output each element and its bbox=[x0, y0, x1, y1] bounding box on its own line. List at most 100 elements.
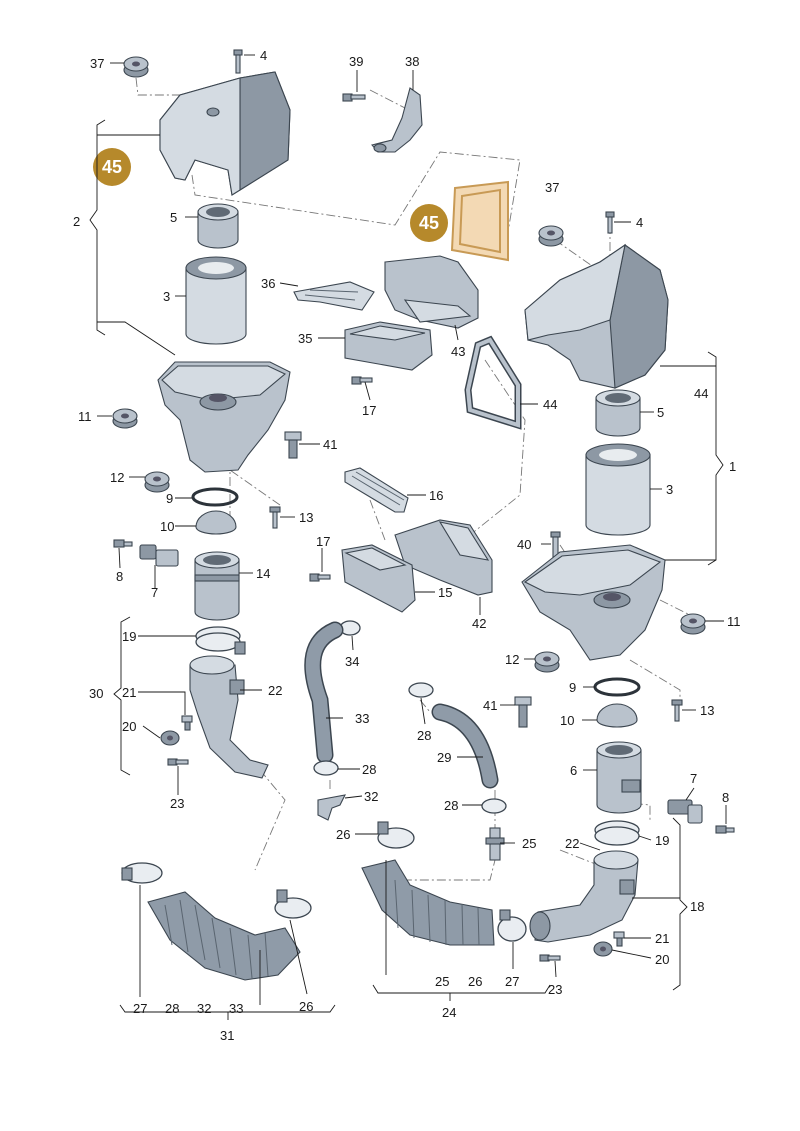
left-oring-9 bbox=[191, 487, 239, 507]
label-32-bottom: 32 bbox=[197, 1001, 211, 1016]
label-21-left: 21 bbox=[122, 685, 136, 700]
right-airbox-cover bbox=[524, 243, 669, 389]
label-4: 4 bbox=[260, 48, 267, 63]
right-bolt-4 bbox=[605, 211, 615, 234]
label-26-center: 26 bbox=[336, 827, 350, 842]
label-8-right: 8 bbox=[722, 790, 729, 805]
label-39: 39 bbox=[349, 54, 363, 69]
label-40: 40 bbox=[517, 537, 531, 552]
center-tee-32 bbox=[317, 794, 346, 821]
badge-45-center: 45 bbox=[410, 204, 448, 242]
label-19-left: 19 bbox=[122, 629, 136, 644]
label-37: 37 bbox=[90, 56, 104, 71]
label-15: 15 bbox=[438, 585, 452, 600]
right-clip-21 bbox=[613, 931, 625, 947]
center-clamp-28-c bbox=[481, 798, 507, 814]
label-10-left: 10 bbox=[160, 519, 174, 534]
label-26-bottom: 26 bbox=[468, 974, 482, 989]
left-seal-5 bbox=[197, 203, 239, 249]
label-10-right: 10 bbox=[560, 713, 574, 728]
label-13-left: 13 bbox=[299, 510, 313, 525]
center-screw-17-bottom bbox=[309, 573, 331, 582]
label-6: 6 bbox=[570, 763, 577, 778]
lower-left-hose-32 bbox=[147, 891, 301, 981]
label-37-right: 37 bbox=[545, 180, 559, 195]
svg-text:45: 45 bbox=[419, 213, 439, 233]
label-33-bottom: 33 bbox=[229, 1001, 243, 1016]
right-grommet-20 bbox=[593, 941, 613, 957]
lower-left-clamp-26 bbox=[274, 889, 312, 919]
right-seal-5 bbox=[595, 389, 641, 437]
label-25-bottom: 25 bbox=[435, 974, 449, 989]
label-4-right: 4 bbox=[636, 215, 643, 230]
center-clamp-28-b bbox=[408, 682, 434, 698]
right-grommet-11 bbox=[680, 613, 706, 635]
label-38: 38 bbox=[405, 54, 419, 69]
label-11-right: 11 bbox=[727, 614, 741, 629]
left-screw-23 bbox=[167, 758, 189, 766]
label-5-right: 5 bbox=[657, 405, 664, 420]
left-grommet-11 bbox=[112, 408, 138, 429]
label-28-a: 28 bbox=[362, 762, 376, 777]
label-21-right: 21 bbox=[655, 931, 669, 946]
right-grommet-12 bbox=[534, 651, 560, 673]
label-27-left: 27 bbox=[133, 1001, 147, 1016]
center-duct-43 bbox=[384, 255, 479, 329]
label-30: 30 bbox=[89, 686, 103, 701]
label-23-left: 23 bbox=[170, 796, 184, 811]
center-clip-41 bbox=[514, 696, 532, 728]
label-17-top: 17 bbox=[362, 403, 376, 418]
left-elbow-22 bbox=[189, 655, 269, 779]
label-42: 42 bbox=[472, 616, 486, 631]
label-33-center: 33 bbox=[355, 711, 369, 726]
center-frame-44 bbox=[464, 335, 522, 430]
left-grommet-20 bbox=[160, 730, 180, 746]
label-20-right: 20 bbox=[655, 952, 669, 967]
highlighted-part-45 bbox=[450, 180, 509, 262]
label-22-right: 22 bbox=[565, 836, 579, 851]
lower-left-clamp-27 bbox=[121, 862, 163, 884]
right-oring-9 bbox=[593, 677, 641, 697]
center-clamp-28-a bbox=[313, 760, 339, 776]
label-18: 18 bbox=[690, 899, 704, 914]
label-28-bottom: 28 bbox=[165, 1001, 179, 1016]
label-28-c: 28 bbox=[444, 798, 458, 813]
center-screw-17-top bbox=[351, 376, 373, 385]
right-sensor-7 bbox=[667, 799, 703, 824]
label-36: 36 bbox=[261, 276, 275, 291]
right-screw-23 bbox=[539, 954, 561, 962]
center-bracket-38 bbox=[371, 87, 423, 153]
lower-center-hose bbox=[361, 859, 495, 946]
label-24: 24 bbox=[442, 1005, 456, 1020]
label-44-right: 44 bbox=[694, 386, 708, 401]
label-8-left: 8 bbox=[116, 569, 123, 584]
right-grommet-37 bbox=[538, 225, 564, 247]
label-29: 29 bbox=[437, 750, 451, 765]
label-32-center: 32 bbox=[364, 789, 378, 804]
label-43: 43 bbox=[451, 344, 465, 359]
svg-text:45: 45 bbox=[102, 157, 122, 177]
left-filter-element-3 bbox=[185, 256, 247, 345]
label-12-left: 12 bbox=[110, 470, 124, 485]
center-strip-36 bbox=[293, 281, 375, 311]
label-28-b: 28 bbox=[417, 728, 431, 743]
left-clip-41 bbox=[284, 431, 302, 459]
left-screw-13 bbox=[269, 506, 281, 529]
badge-45-left: 45 bbox=[93, 148, 131, 186]
left-cap-10 bbox=[195, 510, 237, 535]
label-7-left: 7 bbox=[151, 585, 158, 600]
label-3-right: 3 bbox=[666, 482, 673, 497]
right-filter-element-3 bbox=[585, 443, 651, 536]
right-screw-13 bbox=[671, 699, 683, 722]
left-airbox-lower bbox=[157, 361, 291, 473]
label-19-right: 19 bbox=[655, 833, 669, 848]
label-11-left: 11 bbox=[78, 409, 92, 424]
label-41-center: 41 bbox=[483, 698, 497, 713]
label-26-left: 26 bbox=[299, 999, 313, 1014]
label-20-left: 20 bbox=[122, 719, 136, 734]
group-brackets bbox=[89, 119, 724, 1020]
lower-center-clamp-26 bbox=[377, 821, 415, 849]
label-9-left: 9 bbox=[166, 491, 173, 506]
right-elbow-18 bbox=[529, 850, 639, 943]
